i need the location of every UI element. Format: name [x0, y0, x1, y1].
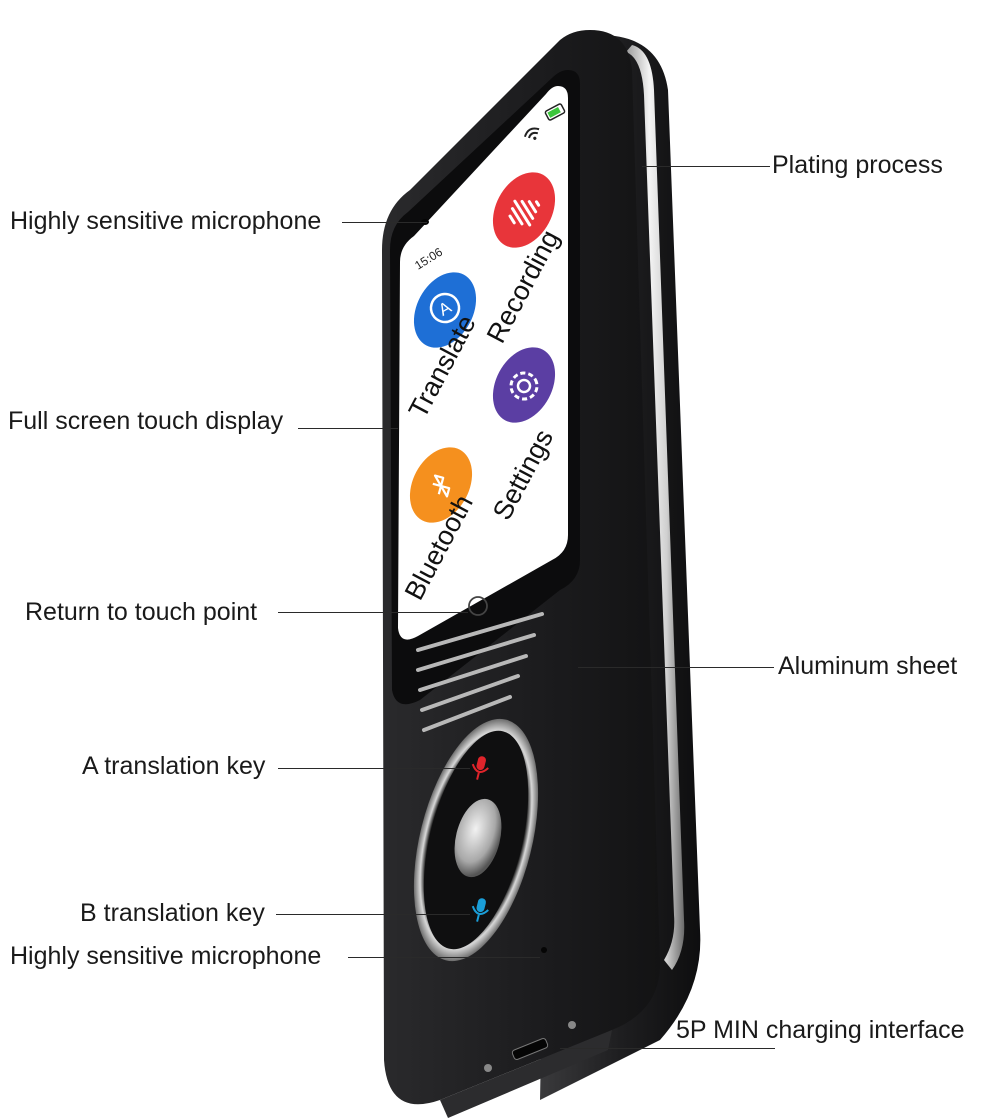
- leader-key-b: [276, 914, 470, 915]
- return-touch-point[interactable]: [468, 596, 488, 616]
- callout-microphone-bottom: Highly sensitive microphone: [10, 942, 322, 970]
- microphone-blue-icon: [471, 898, 489, 922]
- charging-port: [511, 1038, 549, 1060]
- wifi-icon: [523, 127, 540, 140]
- waveform-icon: [508, 199, 541, 227]
- plating-stripe: [626, 45, 685, 970]
- leader-display: [298, 428, 398, 429]
- leader-key-a: [278, 768, 470, 769]
- leader-plating: [642, 166, 770, 167]
- callout-aluminum-sheet: Aluminum sheet: [778, 652, 958, 680]
- leader-mic-top: [342, 222, 427, 223]
- b-translation-key[interactable]: [469, 896, 490, 923]
- leader-aluminum: [578, 667, 774, 668]
- gear-icon: [509, 371, 539, 401]
- bottom-edge: [440, 1030, 612, 1118]
- center-button[interactable]: [447, 794, 509, 882]
- callout-b-translation-key: B translation key: [80, 899, 265, 927]
- bluetooth-icon: [432, 474, 451, 498]
- leader-return: [278, 612, 468, 613]
- microphone-red-icon: [471, 756, 489, 780]
- leader-mic-bottom: [348, 957, 540, 958]
- bottom-microphone-hole: [541, 947, 547, 953]
- leader-charging: [560, 1048, 775, 1049]
- callout-microphone-top: Highly sensitive microphone: [10, 207, 322, 235]
- callout-plating-process: Plating process: [772, 151, 943, 179]
- a-translation-key[interactable]: [469, 754, 490, 781]
- callout-charging-interface: 5P MIN charging interface: [676, 1016, 965, 1044]
- callout-return-touch-point: Return to touch point: [25, 598, 258, 626]
- screw-icon: [484, 1021, 576, 1072]
- callout-a-translation-key: A translation key: [82, 752, 266, 780]
- speaker-grille: [416, 612, 544, 732]
- battery-icon: [544, 103, 566, 121]
- callout-touch-display: Full screen touch display: [8, 407, 284, 435]
